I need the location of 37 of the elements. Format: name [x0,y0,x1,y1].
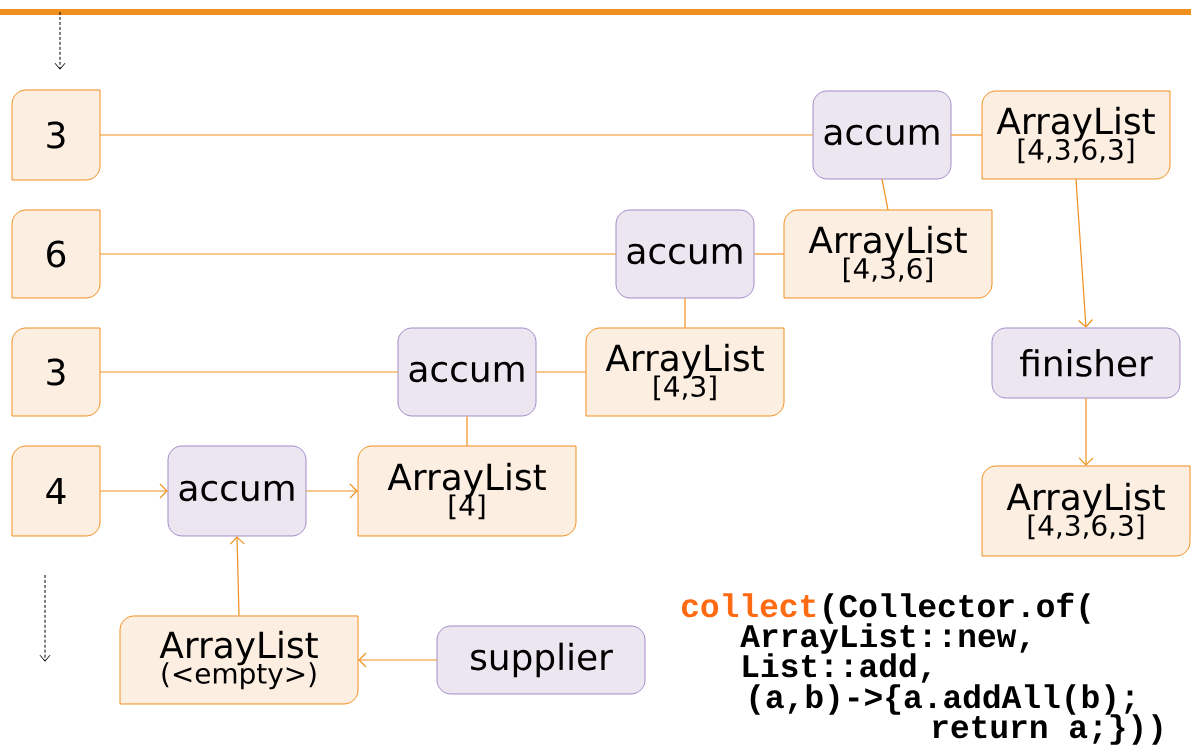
list-box: ArrayList [4,3,6,3] [981,465,1191,557]
list-box: ArrayList (<empty>) [119,615,359,705]
arrow [358,652,438,668]
value-box: 4 [11,445,101,537]
list-box: ArrayList [4] [357,445,577,537]
arrow [1078,397,1094,466]
list-box: ArrayList [4,3,6] [783,209,993,299]
connector-line [950,134,983,136]
connector-line [466,415,468,447]
function-box: supplier [436,625,646,695]
arrow [229,536,245,617]
list-box: ArrayList [4,3,6,3] [981,90,1171,180]
connector-line [99,371,399,373]
code-line: return a;})) [933,714,1162,745]
code-line: (a,b)->{a.addAll(b); [750,684,1133,715]
arrow [99,483,168,499]
code-line: List::add, [743,653,930,683]
arrow [1075,178,1094,328]
code-keyword: collect [681,593,816,618]
function-box: accum [812,90,952,180]
value-box: 6 [11,209,101,299]
value-box: 3 [11,327,101,417]
code-line: ArrayList::new, [740,623,1029,654]
connector-line [535,371,587,373]
connector-line [684,297,686,329]
arrow [305,483,358,499]
value-box: 3 [11,89,101,181]
function-box: accum [167,445,307,537]
connector-line [99,134,814,136]
connector-line [753,253,785,255]
connector-line [99,253,617,255]
function-box: accum [615,209,755,299]
list-box: ArrayList [4,3] [585,327,785,417]
function-box: finisher [991,327,1181,399]
code-line: (Collector.of( [824,592,1090,624]
function-box: accum [397,327,537,417]
connector-line [881,178,889,211]
